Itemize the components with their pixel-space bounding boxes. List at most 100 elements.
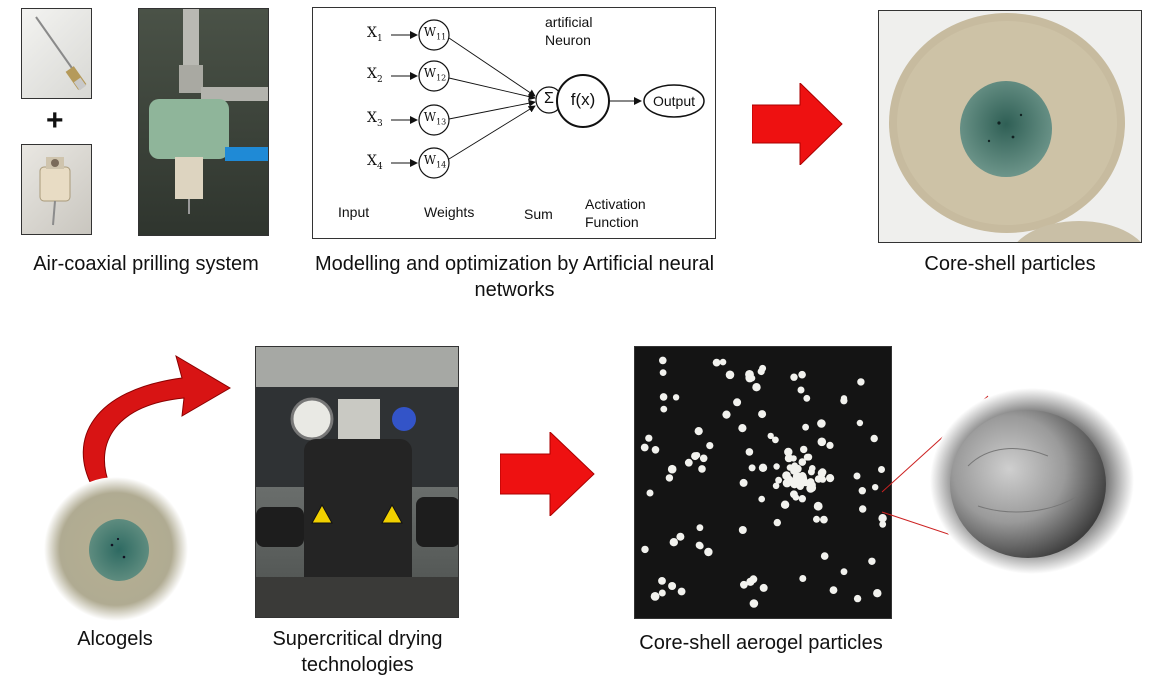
output-label: Output	[652, 93, 696, 109]
aerogel-bead	[773, 463, 780, 470]
aerogel-bead	[799, 575, 807, 582]
aerogel-bead	[793, 464, 802, 473]
aerogel-bead	[758, 463, 768, 472]
aerogel-bead	[797, 386, 805, 394]
aerogel-bead	[813, 515, 820, 523]
supercritical-caption: Supercritical drying technologies	[272, 628, 443, 676]
prilling-caption: Air-coaxial prilling system	[33, 253, 259, 275]
aerogel-bead	[738, 526, 747, 534]
aerogel-bead	[856, 419, 864, 427]
aerogel-bead	[693, 452, 701, 459]
aerogel-bead	[641, 545, 649, 554]
aerogel-bead	[857, 378, 865, 386]
aerogel-bead	[772, 482, 780, 490]
aerogel-bead	[706, 442, 714, 450]
aerogel-bead	[807, 482, 815, 490]
aerogel-bead	[775, 476, 782, 484]
aerogel-bead	[813, 501, 823, 511]
aerogel-bead	[748, 464, 756, 472]
label-sum: Sum	[524, 206, 553, 222]
aerogel-bead	[878, 466, 885, 473]
alcogels-caption: Alcogels	[77, 628, 153, 650]
aerogel-bead	[650, 592, 660, 601]
input-x3: X3	[367, 110, 383, 129]
label-activation-line2: Function	[585, 214, 639, 230]
aerogel-bead	[645, 434, 653, 442]
aerogel-bead	[672, 394, 680, 401]
neuron-title-line1: artificial	[545, 14, 593, 30]
aerogel-bead	[752, 383, 761, 392]
aerogel-bead	[739, 478, 748, 487]
aerogel-bead	[746, 577, 755, 586]
aerogel-bead	[829, 586, 838, 594]
aerogel-bead	[667, 464, 677, 474]
aerogel-bead	[878, 514, 887, 523]
aerogel-bead	[767, 432, 774, 440]
aerogel-bead	[786, 475, 794, 483]
aerogel-bead	[879, 520, 887, 528]
aerogel-bead	[745, 370, 754, 379]
aerogel-bead	[798, 495, 806, 503]
neuron-title-line2: Neuron	[545, 32, 591, 48]
aerogel-bead	[698, 465, 706, 473]
weight-node-3	[418, 104, 450, 136]
aerogel-bead	[802, 479, 810, 487]
plus-sign: +	[46, 104, 64, 137]
activation-symbol: f(x)	[570, 90, 596, 109]
aerogel-bead	[704, 547, 713, 557]
aerogel-bead	[749, 599, 759, 608]
aerogel-bead	[800, 445, 808, 454]
core-shell-caption: Core-shell particles	[924, 253, 1096, 275]
ann-caption: Modelling and optimization by Artificial…	[314, 253, 715, 301]
aerogel-bead	[784, 454, 793, 463]
supercritical-dryer-image	[256, 347, 458, 617]
aerogel-bead	[757, 367, 765, 376]
aerogel-bead	[819, 476, 827, 483]
aerogel-bead	[817, 469, 825, 477]
input-x1: X1	[367, 25, 383, 44]
input-x4: X4	[367, 153, 383, 172]
aerogel-bead	[676, 532, 685, 541]
weight-w14: W14	[423, 153, 447, 170]
aerogel-bead	[694, 427, 703, 436]
aerogel-bead	[733, 398, 742, 407]
aerogel-bead	[870, 434, 878, 443]
weight-node-4	[418, 147, 450, 179]
arrow-right-icon-2	[500, 432, 595, 516]
aerogel-bead	[695, 541, 703, 549]
output-node	[643, 84, 705, 118]
aerogel-bead	[745, 448, 754, 456]
aerogel-bead	[858, 487, 866, 495]
label-activation-line1: Activation	[585, 196, 646, 212]
needle-image	[35, 16, 87, 91]
aerogel-bead	[780, 500, 790, 509]
aerogel-bead	[677, 587, 686, 596]
aerogel-bead	[803, 453, 811, 461]
aerogel-bead	[738, 424, 747, 433]
arrow-right-icon	[752, 83, 843, 165]
aerogel-bead	[696, 524, 704, 532]
aerogel-beads-image	[640, 356, 887, 608]
aerogel-bead	[826, 441, 834, 449]
aerogel-bead	[859, 505, 867, 513]
supercritical-dryer-photo	[255, 346, 459, 618]
aerogel-bead	[722, 410, 731, 419]
aerogel-bead	[820, 515, 828, 524]
weight-node-2	[418, 60, 450, 92]
neural-network-diagram: X1 X2 X3 X4 W11 W12 W13 W14 Σ f(x) Outpu…	[312, 7, 716, 239]
aerogel-caption: Core-shell aerogel particles	[639, 632, 883, 654]
needle-photo	[21, 8, 92, 99]
aerogel-bead	[872, 484, 879, 491]
aerogel-bead	[802, 423, 809, 431]
aerogel-bead	[660, 405, 668, 413]
aerogel-bead	[784, 447, 793, 457]
label-weights: Weights	[424, 204, 475, 220]
aerogel-bead	[725, 370, 735, 380]
aerogel-bead	[853, 472, 861, 480]
aerogel-bead	[798, 458, 807, 466]
aerogel-bead	[868, 557, 876, 565]
prilling-apparatus-photo	[138, 8, 269, 236]
aerogel-bead	[740, 580, 748, 589]
aerogel-bead	[817, 437, 827, 447]
aerogel-bead	[792, 494, 800, 501]
